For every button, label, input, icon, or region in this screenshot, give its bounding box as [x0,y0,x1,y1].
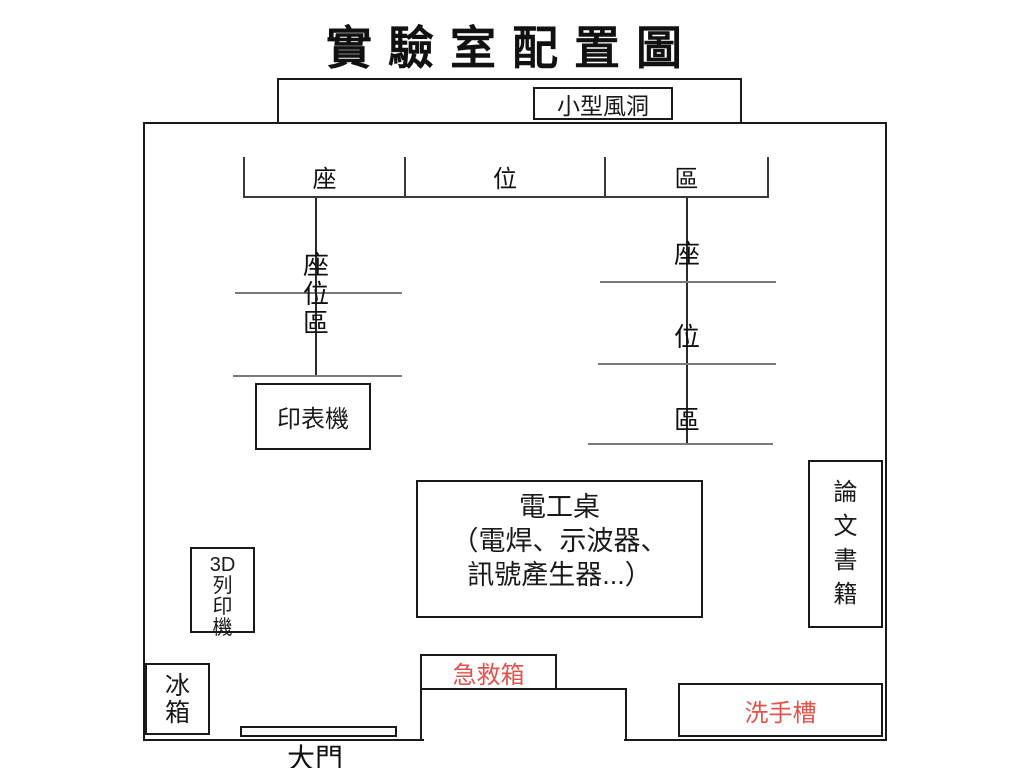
seat-strip: 座 位 區 [243,157,769,198]
right-seat-label: 位 [673,322,700,352]
left-seat-divider [235,292,402,294]
right-seat-divider [588,443,773,445]
seat-strip-cell: 座 [243,157,404,196]
right-seat-label: 座 [673,239,700,269]
seat-strip-cell: 區 [604,157,769,196]
left-seat-line [315,198,317,376]
alcove-wall [420,688,422,739]
left-seat-divider [233,375,402,377]
left-seat-label: 座 位 區 [302,250,329,338]
right-seat-divider [600,281,776,283]
wind-tunnel-label: 小型風洞 [533,87,673,120]
alcove-wall [625,688,627,739]
sink-box: 洗手槽 [678,683,883,737]
right-seat-divider [598,363,776,365]
fridge-box: 冰 箱 [145,663,210,735]
bookshelf-box: 論 文 書 籍 [808,460,883,628]
right-seat-label: 區 [673,405,700,435]
main-door [240,726,397,737]
seat-strip-cell: 位 [404,157,604,196]
main-door-label: 大門 [286,743,343,768]
right-seat-line [686,198,688,444]
printer-box: 印表機 [255,383,371,450]
electrical-desk-box: 電工桌 （電焊、示波器、 訊號產生器...） [416,480,703,618]
first-aid-box: 急救箱 [420,654,557,690]
page-title: 實驗室配置圖 [326,22,698,74]
printer-3d-box: 3D 列 印 機 [190,547,255,639]
wall-gap [424,734,624,742]
